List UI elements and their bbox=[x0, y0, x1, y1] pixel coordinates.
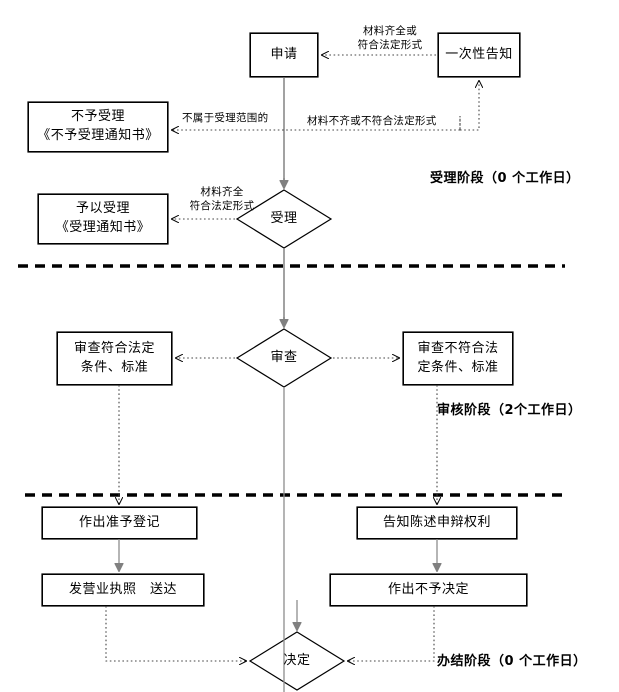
node-review-pass-line2: 条件、标准 bbox=[80, 359, 149, 375]
node-issue-license[interactable]: 发营业执照 送达 bbox=[42, 574, 204, 606]
connectors bbox=[105, 55, 479, 692]
node-approve-register[interactable]: 作出准予登记 bbox=[42, 507, 197, 539]
node-accepted[interactable]: 予以受理 《受理通知书》 bbox=[38, 194, 168, 244]
node-not-accepted[interactable]: 不予受理 《不予受理通知书》 bbox=[28, 102, 168, 152]
node-final-decision-label: 决定 bbox=[283, 652, 311, 668]
node-apply-label: 申请 bbox=[270, 46, 298, 62]
edge-label-materials-complete-or-legal-line2: 符合法定形式 bbox=[357, 39, 423, 52]
edge-label-materials-complete-legal-line2: 符合法定形式 bbox=[189, 200, 255, 213]
node-not-accepted-line2: 《不予受理通知书》 bbox=[37, 128, 159, 143]
node-not-accepted-line1: 不予受理 bbox=[70, 109, 125, 125]
edge-label-materials-incomplete: 材料不齐或不符合法定形式 bbox=[307, 114, 437, 128]
edge-license-to-decision bbox=[105, 606, 246, 661]
shape-final-decision bbox=[248, 631, 346, 691]
edge-label-out-of-scope-line1: 不属于受理范围的 bbox=[182, 112, 269, 124]
edge-label-materials-complete-legal-line1: 材料齐全 bbox=[200, 186, 244, 198]
edge-incomplete-to-notice bbox=[460, 81, 479, 131]
node-accepted-line2: 《受理通知书》 bbox=[55, 220, 151, 235]
decision-shapes bbox=[235, 189, 346, 691]
node-make-refusal-label: 作出不予决定 bbox=[387, 581, 469, 597]
node-apply[interactable]: 申请 bbox=[250, 33, 318, 77]
node-review-pass-line1: 审查符合法定 bbox=[73, 340, 155, 356]
node-issue-license-label: 发营业执照 送达 bbox=[68, 581, 177, 597]
edge-label-out-of-scope: 不属于受理范围的 bbox=[182, 111, 268, 125]
edge-label-materials-complete-or-legal-line1: 材料齐全或 bbox=[363, 25, 417, 37]
node-review-fail-line1: 审查不符合法 bbox=[417, 340, 499, 356]
edge-label-materials-complete-legal: 材料齐全 符合法定形式 bbox=[176, 185, 268, 213]
node-make-refusal[interactable]: 作出不予决定 bbox=[330, 574, 527, 606]
node-one-time-notice-label: 一次性告知 bbox=[445, 46, 513, 62]
node-review-pass[interactable]: 审查符合法定 条件、标准 bbox=[57, 332, 172, 385]
node-one-time-notice[interactable]: 一次性告知 bbox=[438, 33, 520, 77]
edge-refusal-to-decision bbox=[348, 606, 435, 661]
node-acceptance-decision[interactable]: 受理 bbox=[244, 205, 324, 233]
node-final-decision[interactable]: 决定 bbox=[257, 647, 337, 675]
node-notify-rights[interactable]: 告知陈述申辩权利 bbox=[357, 507, 517, 539]
stage-label-completion: 办结阶段（0 个工作日） bbox=[437, 654, 587, 669]
node-review-decision-label: 审查 bbox=[270, 349, 298, 365]
stage-label-review: 审核阶段（2个工作日） bbox=[437, 403, 582, 418]
edge-label-materials-complete-or-legal: 材料齐全或 符合法定形式 bbox=[340, 24, 440, 52]
node-review-fail[interactable]: 审查不符合法 定条件、标准 bbox=[403, 332, 513, 385]
node-approve-register-label: 作出准予登记 bbox=[78, 514, 160, 530]
node-accepted-line1: 予以受理 bbox=[75, 201, 130, 217]
stage-separators bbox=[18, 264, 565, 497]
node-acceptance-decision-label: 受理 bbox=[270, 210, 298, 226]
node-review-decision[interactable]: 审查 bbox=[244, 344, 324, 372]
node-review-fail-line2: 定条件、标准 bbox=[417, 359, 499, 375]
node-notify-rights-label: 告知陈述申辩权利 bbox=[382, 514, 491, 530]
edge-label-materials-incomplete-line1: 材料不齐或不符合法定形式 bbox=[307, 115, 437, 127]
stage-label-acceptance: 受理阶段（0 个工作日） bbox=[430, 171, 580, 186]
